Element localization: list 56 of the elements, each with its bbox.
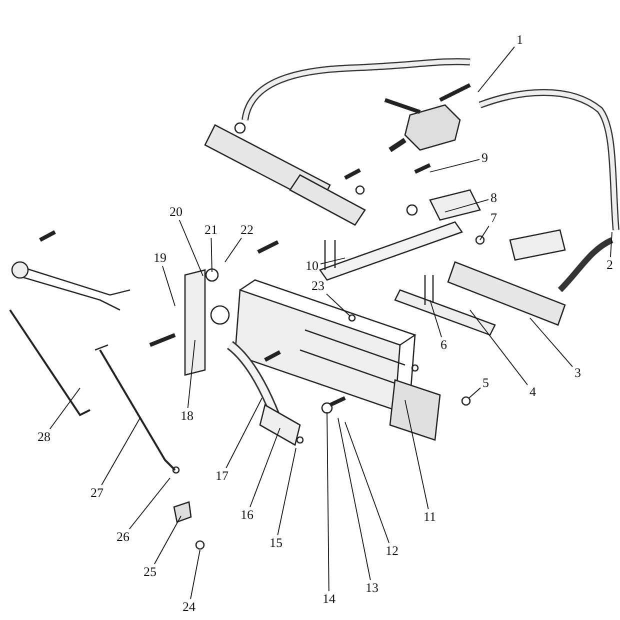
callout-number: 11 xyxy=(422,510,438,524)
callout-number: 23 xyxy=(310,279,326,293)
callout-number: 16 xyxy=(240,508,254,522)
callout-number: 26 xyxy=(116,530,130,544)
callout-number: 18 xyxy=(180,409,194,423)
callout-number: 19 xyxy=(152,251,168,265)
leader-line xyxy=(478,46,515,92)
leader-line xyxy=(226,398,262,468)
callout-number: 1 xyxy=(516,33,524,47)
callout-number: 9 xyxy=(480,151,489,165)
callout-number: 5 xyxy=(482,376,490,390)
callout-number: 22 xyxy=(240,223,254,237)
callout-number: 4 xyxy=(528,385,537,399)
callout-number: 28 xyxy=(36,430,52,444)
leader-line xyxy=(178,220,204,276)
callout-number: 8 xyxy=(490,191,498,205)
leader-line xyxy=(480,226,490,240)
callout-number: 17 xyxy=(214,469,230,483)
leader-line xyxy=(224,238,242,262)
leader-line xyxy=(444,199,489,212)
callout-number: 12 xyxy=(384,544,400,558)
leader-line xyxy=(210,238,212,272)
leader-line xyxy=(250,428,280,508)
callout-number: 24 xyxy=(182,600,196,614)
callout-number: 2 xyxy=(606,258,614,272)
leader-line xyxy=(338,418,371,580)
callout-number: 21 xyxy=(204,223,218,237)
leader-line xyxy=(190,550,200,600)
callout-number: 20 xyxy=(168,205,184,219)
leader-line xyxy=(128,478,170,530)
leader-line xyxy=(430,158,480,172)
leader-line xyxy=(154,516,182,564)
leader-line xyxy=(187,340,196,408)
leader-line xyxy=(326,412,330,592)
leader-line xyxy=(162,266,176,306)
leader-line xyxy=(320,258,346,264)
leader-line xyxy=(277,448,296,536)
leader-line xyxy=(49,388,80,430)
callout-number: 14 xyxy=(322,592,336,606)
leader-line xyxy=(344,422,390,544)
leader-line xyxy=(101,418,140,486)
callout-number: 15 xyxy=(268,536,284,550)
callout-number: 6 xyxy=(440,338,448,352)
leader-line xyxy=(530,318,573,368)
callout-number: 7 xyxy=(490,211,498,225)
callout-number: 10 xyxy=(304,259,320,273)
callout-number: 27 xyxy=(90,486,104,500)
leader-line xyxy=(468,387,481,398)
leader-line xyxy=(404,400,429,510)
callout-number: 3 xyxy=(574,366,582,380)
leader-line xyxy=(470,310,528,386)
leader-line xyxy=(610,232,612,258)
callout-number: 13 xyxy=(364,581,380,595)
callout-number: 25 xyxy=(142,565,158,579)
leader-line xyxy=(430,300,442,338)
leader-line xyxy=(326,294,350,316)
